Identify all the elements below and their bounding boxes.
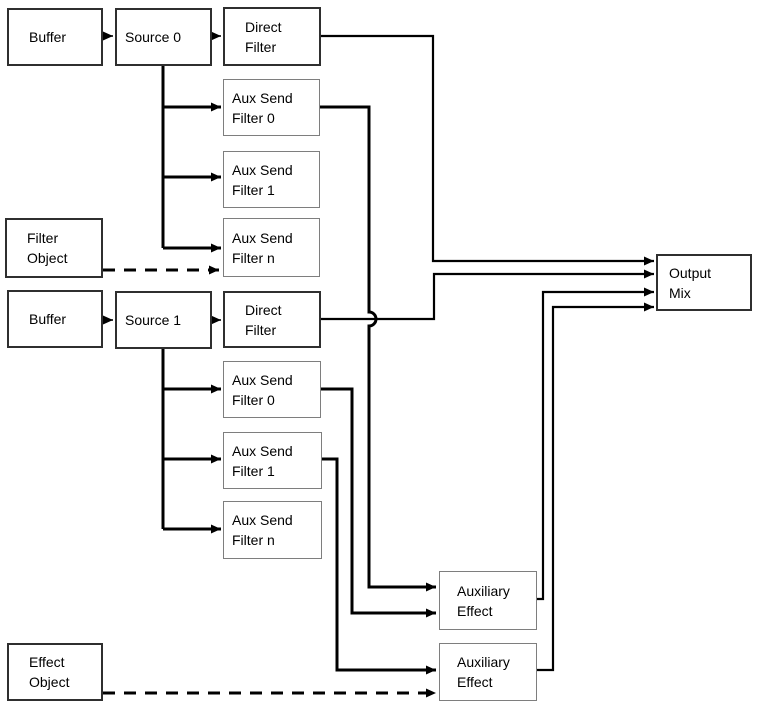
- direct-filter-src1-line2: Filter: [245, 321, 277, 338]
- aux-send-filtern-src0-line2: Filter n: [232, 249, 275, 266]
- output-mix-line1: Output: [669, 264, 712, 281]
- node-aux-send-filter-0-source0: Aux Send Filter 0: [223, 79, 320, 136]
- aux-send-filter0-src0-line2: Filter 0: [232, 109, 275, 126]
- edge-direct-filter1-to-output-mix: [321, 269, 654, 321]
- node-aux-send-filter-0-source1: Aux Send Filter 0: [223, 361, 321, 418]
- aux-send-filter0-src1-line1: Aux Send: [232, 371, 293, 388]
- edge-aux-send-filter0-src1-to-auxiliary-effect-top: [321, 387, 436, 618]
- aux-send-filter1-src0-line2: Filter 1: [232, 181, 275, 198]
- output-mix-line2: Mix: [669, 284, 691, 301]
- auxiliary-effect-top-line1: Auxiliary: [457, 582, 510, 599]
- aux-send-filter0-src1-line2: Filter 0: [232, 391, 275, 408]
- auxiliary-effect-top-line2: Effect: [457, 602, 493, 619]
- edge-direct-filter0-to-output-mix: [321, 34, 654, 266]
- node-buffer-bottom-label: Buffer: [29, 311, 67, 327]
- aux-send-filter0-src0-line1: Aux Send: [232, 89, 293, 106]
- node-aux-send-filter-n-source0: Aux Send Filter n: [223, 218, 320, 277]
- node-buffer-bottom: Buffer: [7, 290, 103, 348]
- direct-filter-src0-line2: Filter: [245, 38, 277, 55]
- aux-send-filtern-src0-line1: Aux Send: [232, 229, 293, 246]
- node-auxiliary-effect-top: Auxiliary Effect: [439, 571, 537, 630]
- aux-send-filter1-src1-line2: Filter 1: [232, 462, 275, 479]
- node-aux-send-filter-n-source1: Aux Send Filter n: [223, 501, 322, 559]
- node-source-0-label: Source 0: [125, 29, 182, 45]
- node-auxiliary-effect-bottom: Auxiliary Effect: [439, 643, 537, 701]
- effect-object-line1: Effect: [29, 654, 65, 670]
- filter-object-line1: Filter: [27, 230, 59, 246]
- node-buffer-top: Buffer: [7, 8, 103, 66]
- node-direct-filter-source0: Direct Filter: [223, 7, 321, 66]
- aux-send-filtern-src1-line2: Filter n: [232, 532, 275, 548]
- aux-send-filter1-src0-line1: Aux Send: [232, 161, 293, 178]
- aux-send-filter1-src1-line1: Aux Send: [232, 442, 293, 459]
- auxiliary-effect-bottom-line1: Auxiliary: [457, 654, 510, 670]
- node-aux-send-filter-1-source1: Aux Send Filter 1: [223, 432, 322, 489]
- aux-send-filtern-src1-line1: Aux Send: [232, 512, 293, 528]
- edge-auxiliary-effect-bottom-to-output-mix: [537, 302, 654, 672]
- node-effect-object: Effect Object: [7, 643, 103, 701]
- node-aux-send-filter-1-source0: Aux Send Filter 1: [223, 151, 320, 208]
- node-filter-object: Filter Object: [5, 218, 103, 278]
- edge-aux-send-filter1-src1-to-auxiliary-effect-bottom: [322, 457, 436, 675]
- node-direct-filter-source1: Direct Filter: [223, 291, 321, 348]
- node-source-0: Source 0: [115, 8, 212, 66]
- effect-object-line2: Object: [29, 674, 70, 690]
- filter-object-line2: Object: [27, 250, 68, 266]
- direct-filter-src1-line1: Direct: [245, 301, 282, 318]
- auxiliary-effect-bottom-line2: Effect: [457, 674, 493, 690]
- direct-filter-src0-line1: Direct: [245, 18, 282, 35]
- edge-auxiliary-effect-top-to-output-mix: [537, 287, 654, 601]
- node-source-1-label: Source 1: [125, 312, 182, 328]
- node-output-mix: Output Mix: [656, 254, 752, 311]
- node-source-1: Source 1: [115, 291, 212, 349]
- node-buffer-top-label: Buffer: [29, 29, 67, 45]
